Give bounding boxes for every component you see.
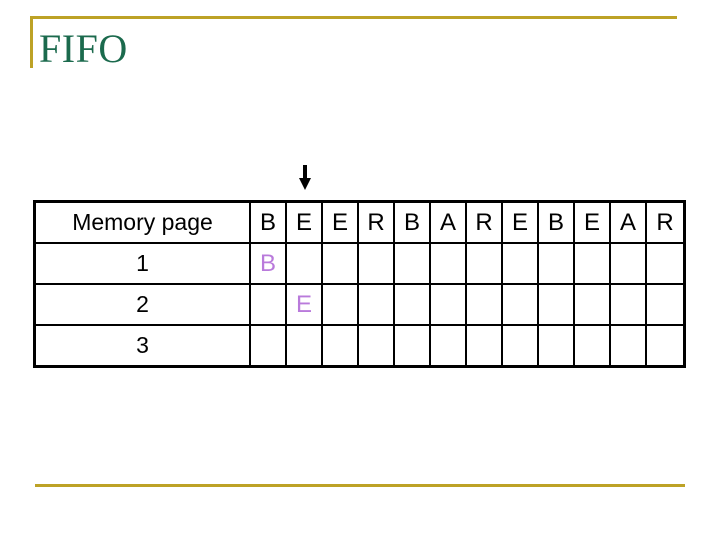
memory-content-cell [611,326,647,365]
memory-content-cell [575,326,611,365]
memory-content-cell [287,244,323,285]
sequence-letter-cell: E [323,203,359,244]
memory-content-cell [647,285,683,326]
page-title: FIFO [39,26,128,71]
memory-content-cell [359,285,395,326]
sequence-letter-cell: R [467,203,503,244]
sequence-letter-cell: E [503,203,539,244]
memory-content-cell [431,326,467,365]
memory-content-cell [611,285,647,326]
page-number-cell: 3 [36,326,251,365]
page-number-cell: 1 [36,244,251,285]
sequence-letter-cell: B [395,203,431,244]
memory-content-cell [575,285,611,326]
memory-content-cell [503,244,539,285]
memory-content-cell [539,244,575,285]
sequence-letter-cell: E [287,203,323,244]
memory-content-cell [395,285,431,326]
memory-content-cell: B [251,244,287,285]
header-label-cell: Memory page [36,203,251,244]
memory-content-cell [467,244,503,285]
memory-content-cell [323,326,359,365]
memory-content-cell [611,244,647,285]
memory-content-cell [359,244,395,285]
memory-content-cell [467,326,503,365]
memory-content-cell [395,326,431,365]
sequence-letter-cell: E [575,203,611,244]
sequence-letter-cell: B [251,203,287,244]
memory-content-cell [575,244,611,285]
memory-content-cell [287,326,323,365]
memory-content-cell [539,326,575,365]
memory-content-cell: E [287,285,323,326]
memory-content-cell [647,244,683,285]
memory-content-cell [431,285,467,326]
sequence-letter-cell: A [611,203,647,244]
sequence-letter-cell: R [359,203,395,244]
bottom-border-line [35,484,685,487]
memory-content-cell [647,326,683,365]
memory-content-cell [395,244,431,285]
top-border-line [30,16,677,19]
memory-content-cell [503,326,539,365]
left-border-line [30,16,33,68]
sequence-letter-cell: A [431,203,467,244]
memory-content-cell [359,326,395,365]
memory-content-cell [431,244,467,285]
sequence-letter-cell: B [539,203,575,244]
page-number-cell: 2 [36,285,251,326]
memory-content-cell [251,326,287,365]
memory-content-cell [539,285,575,326]
memory-content-cell [323,285,359,326]
sequence-letter-cell: R [647,203,683,244]
memory-content-cell [503,285,539,326]
down-arrow-icon [299,165,311,190]
memory-content-cell [251,285,287,326]
memory-content-cell [323,244,359,285]
memory-content-cell [467,285,503,326]
